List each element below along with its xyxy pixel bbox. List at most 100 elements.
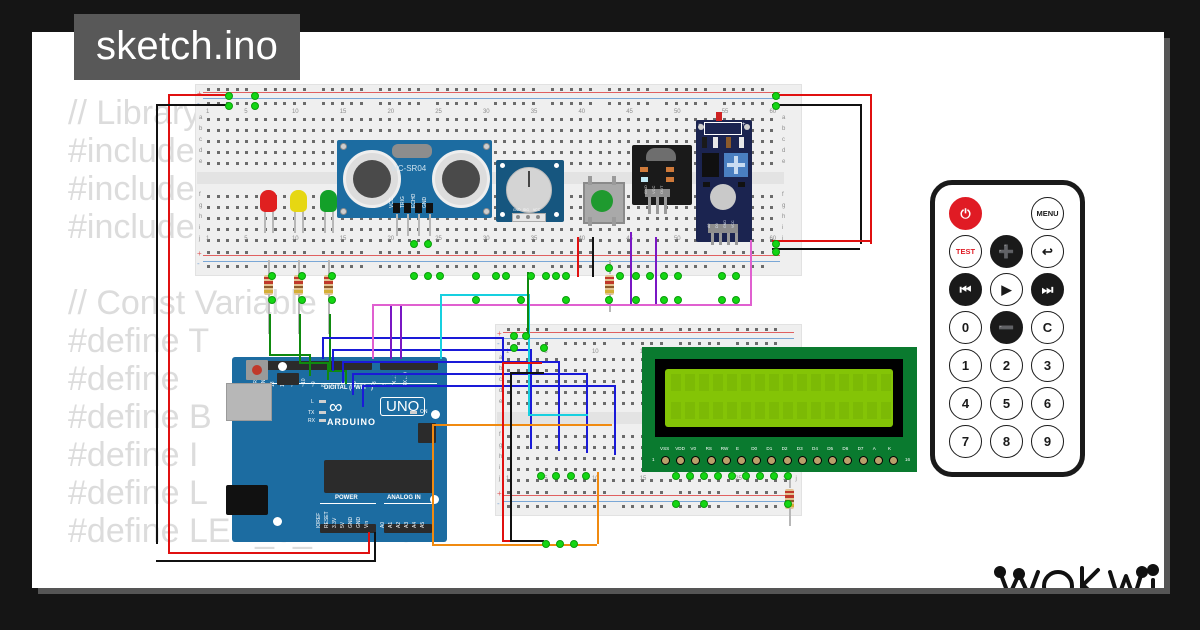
breadboard-hole <box>522 265 526 268</box>
connection-node <box>714 472 722 480</box>
led-yellow[interactable] <box>290 190 307 212</box>
pushbutton[interactable] <box>583 176 625 226</box>
remote-key-5[interactable]: 5 <box>990 387 1023 420</box>
resistor-band-3 <box>324 285 333 289</box>
breadboard-hole <box>545 369 549 372</box>
breadboard-hole <box>522 151 526 154</box>
remote-key-test[interactable]: TEST <box>949 235 982 268</box>
breadboard-hole <box>302 88 306 91</box>
icsp-header[interactable] <box>418 423 436 443</box>
sr04-screw-3 <box>340 208 347 215</box>
sensor-terminal-block[interactable] <box>704 122 742 135</box>
lcd-cell <box>783 402 793 419</box>
remote-key-4[interactable]: 4 <box>949 387 982 420</box>
digital-header-2[interactable] <box>380 361 438 370</box>
remote-key-plus[interactable]: ➕ <box>990 235 1023 268</box>
pot-header[interactable] <box>512 213 546 222</box>
breadboard-hole <box>751 195 755 198</box>
file-tab[interactable]: sketch.ino <box>74 14 301 80</box>
breadboard-hole <box>245 217 249 220</box>
breadboard-hole <box>573 446 577 449</box>
breadboard-hole <box>283 140 287 143</box>
breadboard-hole <box>507 380 510 383</box>
remote-key-1[interactable]: 1 <box>949 349 982 382</box>
remote-key-7[interactable]: 7 <box>949 425 982 458</box>
breadboard-col-number: 60 <box>769 109 777 115</box>
breadboard-hole <box>554 435 558 438</box>
remote-key-c[interactable]: C <box>1031 311 1064 344</box>
wire-v <box>368 532 370 554</box>
breadboard-hole <box>436 102 440 105</box>
breadboard-hole <box>526 446 530 449</box>
breadboard-col-number: 5 <box>244 236 248 242</box>
breadboard-row-letter: d <box>782 148 786 154</box>
breadboard-hole <box>621 369 625 372</box>
wire-h <box>168 94 228 96</box>
breadboard-hole <box>665 228 669 231</box>
remote-key-6[interactable]: 6 <box>1031 387 1064 420</box>
remote-key-3[interactable]: 3 <box>1031 349 1064 382</box>
breadboard-hole <box>292 162 296 165</box>
potentiometer-knob[interactable] <box>506 167 552 213</box>
breadboard-hole <box>474 118 478 121</box>
remote-key-back[interactable]: ↩ <box>1031 235 1064 268</box>
lcd-cell <box>867 374 877 391</box>
breadboard-hole <box>703 88 707 91</box>
breadboard-hole <box>359 118 363 121</box>
breadboard-hole <box>592 435 596 438</box>
lcd-cell <box>853 374 863 391</box>
remote-key-8[interactable]: 8 <box>990 425 1023 458</box>
remote-key-play[interactable]: ▶ <box>990 273 1023 306</box>
breadboard-hole <box>665 118 669 121</box>
breadboard-hole <box>564 479 568 482</box>
wire-v <box>870 94 872 244</box>
resistor-band-4 <box>324 290 333 293</box>
breadboard-hole <box>573 402 577 405</box>
remote-key-2[interactable]: 2 <box>990 349 1023 382</box>
gas-pad-2 <box>744 124 750 130</box>
breadboard-hole <box>770 140 774 143</box>
breadboard-hole <box>445 88 449 91</box>
breadboard-rail-mark: + <box>197 89 202 98</box>
remote-key-0[interactable]: 0 <box>949 311 982 344</box>
breadboard-hole <box>254 129 258 132</box>
resistor-bottom-1[interactable] <box>785 474 794 526</box>
remote-key-power-icon[interactable]: ⏻ <box>949 197 982 230</box>
remote-key-next[interactable]: ⏭ <box>1031 273 1064 306</box>
breadboard-hole <box>627 265 631 268</box>
remote-key-minus[interactable]: ➖ <box>990 311 1023 344</box>
digital-header[interactable] <box>257 361 372 370</box>
gas-trimpot[interactable] <box>724 153 748 177</box>
breadboard-hole <box>583 402 587 405</box>
breadboard-hole <box>751 228 755 231</box>
connection-node <box>552 472 560 480</box>
arduino-uno-board[interactable]: DIGITAL (PWM ~) AREFGND1312~11~10~987~6~… <box>226 357 447 542</box>
ir-header[interactable] <box>645 189 670 197</box>
remote-key-prev[interactable]: ⏮ <box>949 273 982 306</box>
icsp-header-2[interactable] <box>277 373 299 385</box>
led-red[interactable] <box>260 190 277 212</box>
breadboard-hole <box>688 505 692 508</box>
breadboard-hole <box>736 491 740 494</box>
breadboard-hole <box>302 102 306 105</box>
wire-v <box>592 237 594 277</box>
breadboard-hole <box>283 118 287 121</box>
breadboard-hole <box>774 479 778 482</box>
breadboard-hole <box>665 239 669 242</box>
reset-button[interactable] <box>252 365 262 375</box>
pushbutton-cap[interactable] <box>591 190 613 212</box>
breadboard-hole <box>516 342 520 345</box>
gas-header[interactable] <box>708 224 738 233</box>
led-green[interactable] <box>320 190 337 212</box>
breadboard-hole <box>312 206 316 209</box>
power-header[interactable] <box>320 524 376 533</box>
remote-key-9[interactable]: 9 <box>1031 425 1064 458</box>
analog-header[interactable] <box>384 524 432 533</box>
remote-key-menu[interactable]: MENU <box>1031 197 1064 230</box>
